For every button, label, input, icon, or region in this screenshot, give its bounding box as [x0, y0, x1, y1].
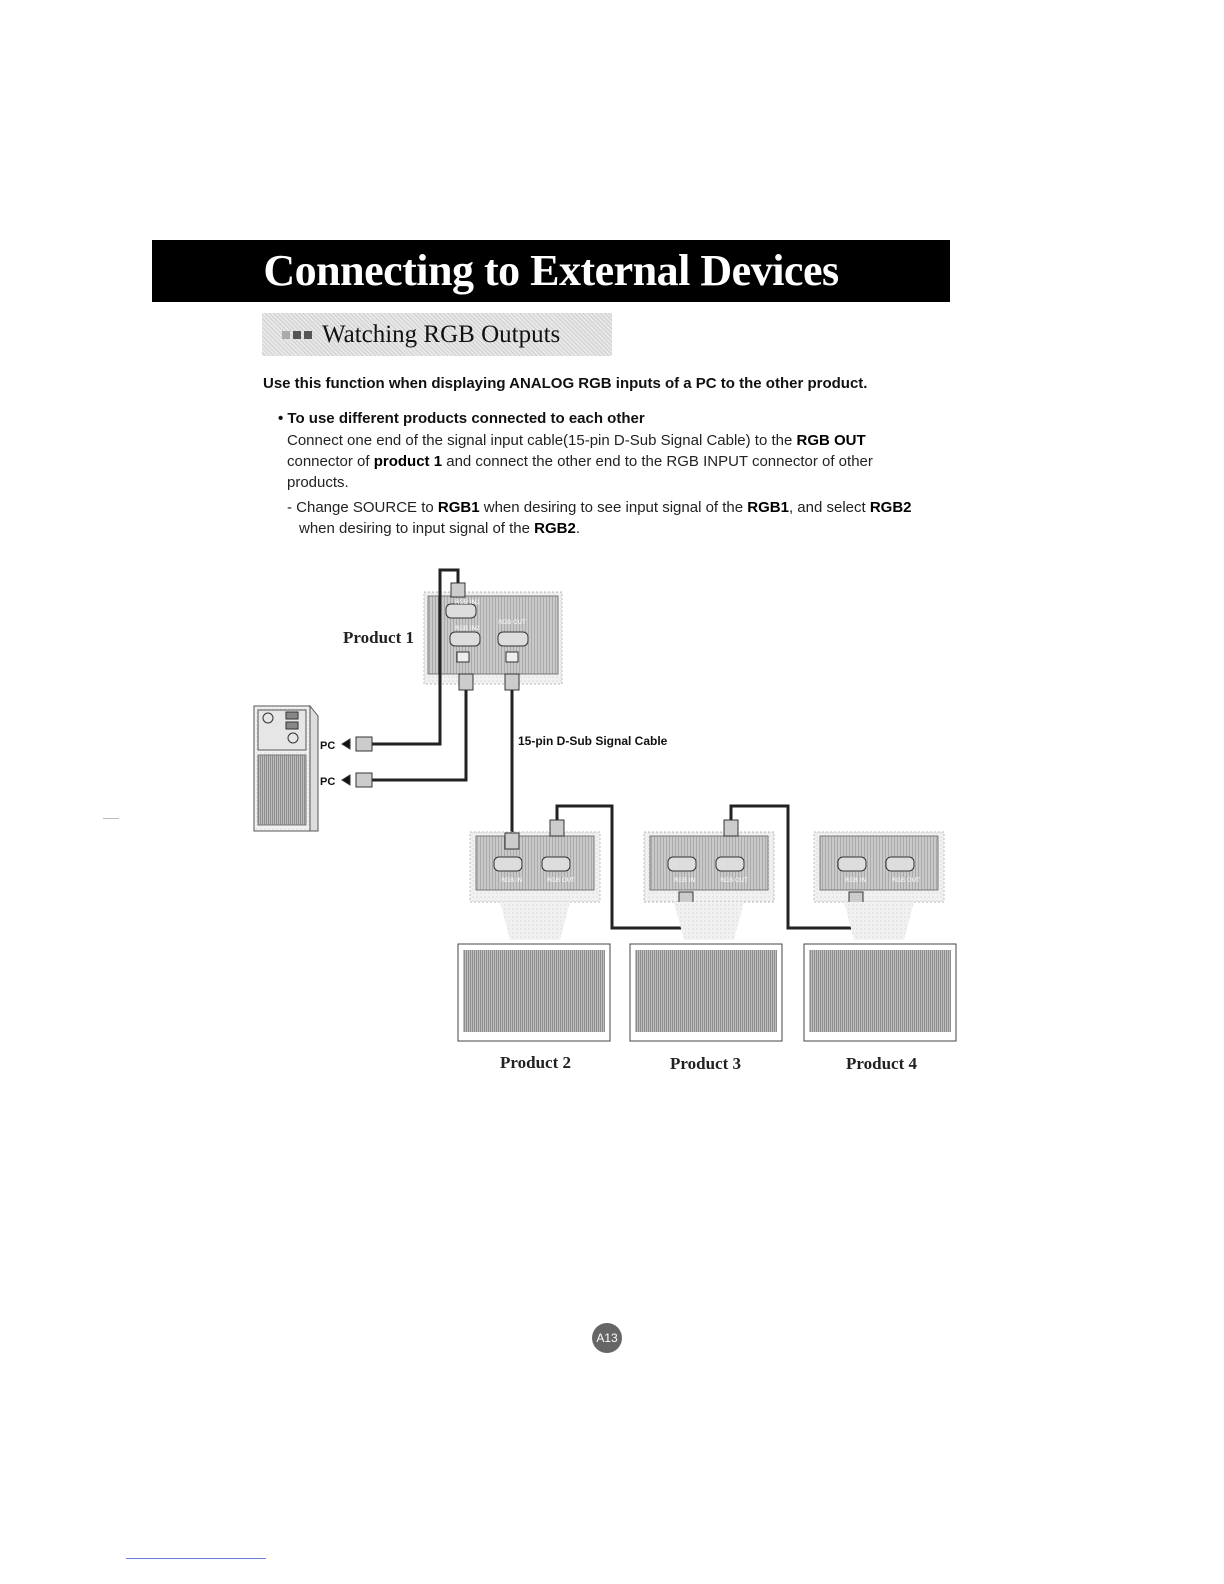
- bullet-heading: • To use different products connected to…: [278, 410, 645, 427]
- text-bold: product 1: [373, 453, 443, 470]
- product3-label: Product 3: [670, 1054, 741, 1073]
- text-bold: RGB1: [747, 499, 789, 516]
- cable-label: 15-pin D-Sub Signal Cable: [518, 734, 668, 748]
- text-segment: and connect the other end to the RGB INP…: [287, 453, 873, 491]
- footer-line: [126, 1558, 266, 1559]
- text-segment: when desiring to see input signal of the: [479, 499, 748, 516]
- product4-label: Product 4: [846, 1054, 917, 1073]
- text-segment: when desiring to input signal of the: [299, 520, 535, 537]
- rgb-out-label: RGB OUT: [892, 877, 920, 884]
- rgb-in-label: RGB IN: [501, 877, 522, 884]
- signal-cable: [510, 688, 858, 930]
- rgb-out-label: RGB OUT: [720, 877, 748, 884]
- text-segment: .: [575, 520, 581, 537]
- monitors: [457, 943, 957, 1042]
- pc-tower: [253, 704, 319, 832]
- text-bold: RGB1: [437, 499, 480, 516]
- instruction-paragraph: Connect one end of the signal input cabl…: [287, 430, 927, 493]
- text-segment: , and select: [788, 499, 870, 516]
- banner-squares-icon: [282, 330, 312, 339]
- page-number-badge: A13: [592, 1323, 622, 1353]
- text-bold: RGB OUT: [796, 432, 866, 449]
- section-title: Watching RGB Outputs: [322, 320, 561, 348]
- pc-connectors: [341, 736, 373, 788]
- text-segment: connector of: [287, 453, 374, 470]
- text-bold: RGB2: [869, 499, 912, 516]
- product1-panel: RGB IN1 RGB IN2 RGB OUT: [423, 591, 563, 685]
- rgb-in-label: RGB IN: [845, 877, 866, 884]
- pc-label-2: PC: [320, 776, 335, 788]
- text-bold: RGB2: [534, 520, 576, 537]
- product1-label: Product 1: [343, 628, 414, 647]
- text-segment: - Change SOURCE to: [287, 499, 438, 516]
- product-panels: RGB IN RGB OUT RGB IN RGB OUT RGB IN RGB…: [469, 831, 945, 903]
- pc-label-1: PC: [320, 740, 335, 752]
- rgb-out-label: RGB OUT: [547, 877, 575, 884]
- rgb-out-label: RGB OUT: [498, 619, 526, 626]
- rgb-in-label: RGB IN: [674, 877, 695, 884]
- product2-label: Product 2: [500, 1053, 571, 1072]
- margin-mark: [103, 818, 119, 819]
- source-note: - Change SOURCE to RGB1 when desiring to…: [287, 497, 939, 539]
- section-banner: Watching RGB Outputs: [262, 313, 612, 356]
- page-title: Connecting to External Devices: [152, 240, 950, 302]
- text-segment: Connect one end of the signal input cabl…: [287, 432, 797, 449]
- intro-text: Use this function when displaying ANALOG…: [263, 375, 868, 392]
- rgb-in2-label: RGB IN2: [455, 625, 480, 632]
- pc-cables: [372, 568, 468, 782]
- rgb-in1-label: RGB IN1: [455, 599, 480, 606]
